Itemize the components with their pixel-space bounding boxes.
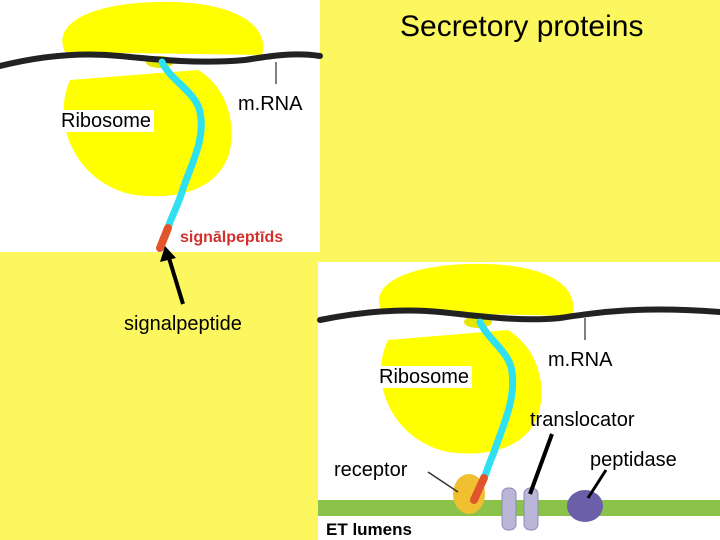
receptor-label: receptor: [334, 459, 408, 481]
signalpeptide-arrow-shaft: [167, 257, 185, 305]
bottom-signal-sequence: [470, 474, 488, 504]
er-lumen-label: ET lumens: [326, 520, 412, 539]
top-ribosome-small-subunit: [62, 1, 264, 55]
peptidase-arrow: [586, 469, 608, 499]
translocator-left-channel: [501, 487, 517, 531]
receptor-pointer: [427, 471, 459, 493]
slide-title: Secretory proteins: [400, 10, 644, 43]
peptidase-label: peptidase: [590, 449, 677, 471]
top-peptide-chain: [158, 58, 205, 232]
bottom-ribosome-large-subunit: [381, 330, 542, 454]
translocator-label: translocator: [530, 409, 635, 431]
signalpeptide-label: signalpeptide: [124, 313, 242, 335]
bottom-ribosome-small-subunit: [378, 263, 574, 316]
bottom-mrna-label: m.RNA: [548, 349, 613, 371]
top-ribosome-label: Ribosome: [58, 110, 155, 132]
er-membrane: [318, 500, 720, 516]
signalpeptide-arrowhead: [160, 246, 176, 262]
top-ribosome-large-subunit: [63, 70, 232, 197]
translocator-arrow: [528, 433, 554, 495]
top-mrna-strand: [0, 51, 323, 69]
bottom-peptide-chain: [476, 318, 517, 482]
top-mrna-label: m.RNA: [238, 93, 303, 115]
signal-peptide-word: signālpeptīds: [180, 229, 284, 246]
bottom-ribosome-label: Ribosome: [376, 366, 473, 388]
top-signal-sequence: [156, 224, 172, 252]
bottom-mrna-strand: [317, 306, 720, 323]
peptidase-protein: [567, 490, 603, 522]
